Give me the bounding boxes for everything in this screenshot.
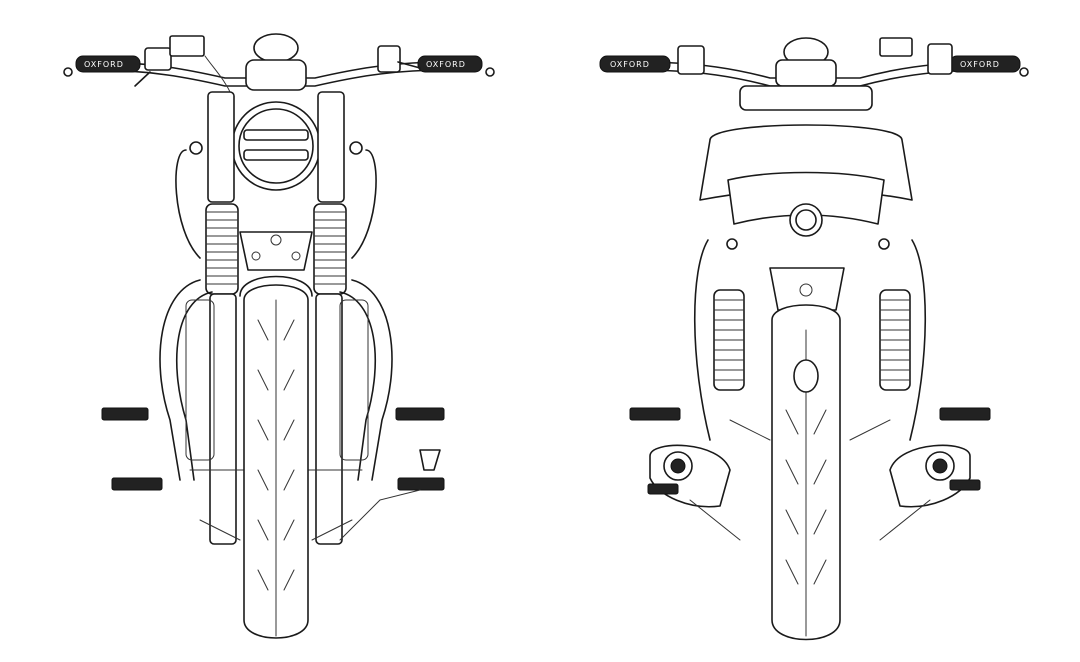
- front-fork-upper: [189, 91, 363, 203]
- rear-tail-light: [789, 203, 823, 237]
- rear-left-grip: OXFORD: [599, 55, 671, 73]
- rear-right-grip: OXFORD: [949, 55, 1029, 77]
- rear-left-grip-lettering: OXFORD: [610, 60, 650, 69]
- motorcycle-rear-view: OXFORD OXFORD: [540, 0, 1080, 662]
- rear-controls: [677, 37, 953, 75]
- rear-tyre: [771, 304, 841, 641]
- motorcycle-front-view: OXFORD OXFORD: [63, 33, 495, 639]
- rear-shock-absorbers: [713, 289, 911, 391]
- front-tyre: [243, 284, 309, 639]
- front-left-grip-lettering: OXFORD: [84, 60, 124, 69]
- rear-view-drawing: OXFORD OXFORD: [599, 37, 1029, 641]
- front-view-drawing: OXFORD OXFORD: [63, 33, 495, 639]
- rear-seat: [699, 124, 913, 225]
- front-headlight: [231, 33, 321, 191]
- rear-footpegs: [629, 407, 991, 495]
- front-right-grip: OXFORD: [417, 55, 495, 77]
- front-fuel-tank: [175, 149, 377, 259]
- front-fender-bracket: [239, 231, 313, 271]
- front-left-grip: OXFORD: [63, 55, 141, 77]
- rear-right-grip-lettering: OXFORD: [960, 60, 1000, 69]
- front-fork-gaiters: [205, 203, 347, 295]
- front-fork-lower: [209, 293, 343, 545]
- front-right-grip-lettering: OXFORD: [426, 60, 466, 69]
- rear-instruments: [739, 37, 873, 111]
- front-footpegs: [101, 407, 445, 491]
- front-controls: [134, 35, 421, 97]
- front-mudguard: [239, 275, 313, 297]
- front-lower-frame: [199, 489, 421, 541]
- rear-frame: [689, 238, 931, 541]
